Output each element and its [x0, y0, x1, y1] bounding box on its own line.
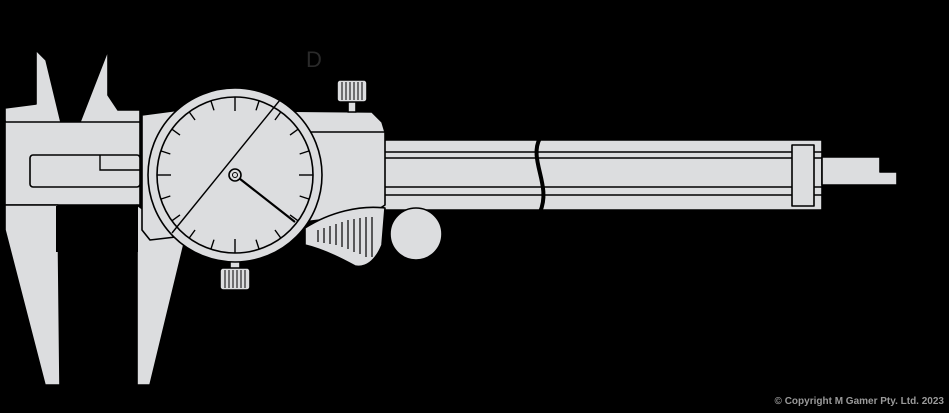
beam-window [29, 154, 141, 188]
bezel-lock-knob-top[interactable] [336, 79, 368, 113]
copyright-notice: © Copyright M Gamer Pty. Ltd. 2023 [774, 396, 944, 407]
dial-tick [171, 214, 181, 222]
dial-tick [210, 239, 215, 250]
dial-tick [160, 195, 171, 200]
dial-face [147, 87, 323, 263]
bezel-index-line [171, 99, 281, 234]
label-d: D [306, 47, 322, 72]
needle-hub [228, 168, 242, 182]
bezel-lock-knob-bottom[interactable] [219, 257, 251, 291]
dial-tick [188, 111, 196, 121]
main-beam [379, 137, 823, 213]
dial-needle [234, 174, 296, 223]
dial-tick [299, 150, 310, 155]
end-cap [791, 144, 815, 207]
thumb-grip[interactable] [304, 206, 386, 268]
dial-tick [289, 214, 299, 222]
beam-break-mark [534, 137, 546, 213]
dial-tick [274, 229, 282, 239]
dial-tick [299, 195, 310, 200]
depth-rod [821, 156, 898, 186]
dial-tick [289, 128, 299, 136]
thumb-wheel[interactable] [389, 207, 443, 261]
dial-tick [188, 229, 196, 239]
lower-jaw-fixed [4, 204, 61, 386]
dial-tick [255, 100, 260, 111]
dial-tick [171, 128, 181, 136]
dial-tick [255, 239, 260, 250]
dial-tick [160, 150, 171, 155]
dial-tick [274, 111, 282, 121]
dial-tick [210, 100, 215, 111]
